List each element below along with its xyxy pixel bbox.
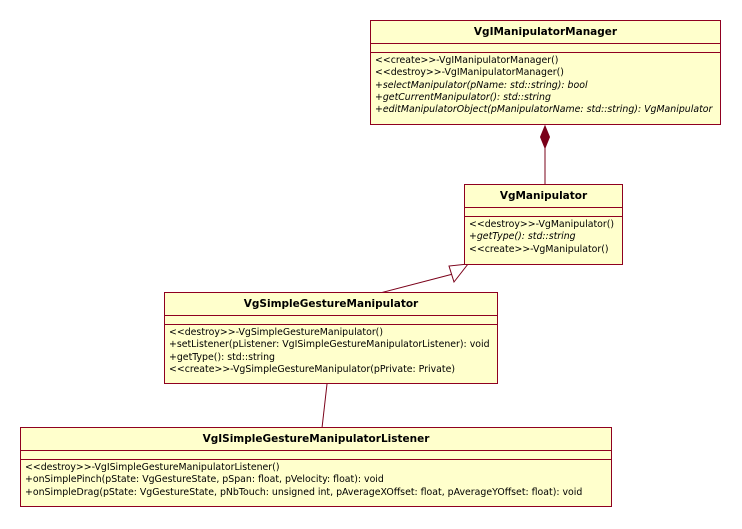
operation: <<create>>-VgManipulator() [469, 243, 609, 255]
operation: +getType(): std::string [169, 351, 275, 363]
operation: +getType(): std::string [469, 231, 576, 243]
operation: <<create>>-VgIManipulatorManager() [375, 55, 559, 66]
class-box-vgmanipulator[interactable]: VgManipulator <<destroy>>-VgManipulator(… [464, 184, 623, 265]
attributes-compartment [465, 207, 622, 216]
attributes-compartment [371, 43, 720, 52]
operation: <<destroy>>-VgIManipulatorManager() [375, 67, 564, 79]
composition-diamond-icon [539, 124, 551, 150]
generalization-line [379, 273, 454, 294]
class-name: VgISimpleGestureManipulatorListener [202, 433, 430, 445]
operation: <<destroy>>-VgISimpleGestureManipulatorL… [25, 462, 280, 473]
operation: +editManipulatorObject(pManipulatorName:… [375, 104, 713, 116]
class-name: VgSimpleGestureManipulator [243, 298, 419, 310]
operation: +selectManipulator(pName: std::string): … [375, 79, 588, 91]
class-box-vgimanipulatormanager[interactable]: VgIManipulatorManager <<create>>-VgIMani… [370, 20, 721, 125]
operations-compartment: <<create>>-VgIManipulatorManager() <<des… [371, 52, 720, 116]
class-name: VgIManipulatorManager [473, 26, 618, 38]
operation: <<create>>-VgSimpleGestureManipulator(pP… [169, 363, 455, 375]
operation: +getCurrentManipulator(): std::string [375, 91, 551, 103]
operation: +onSimpleDrag(pState: VgGestureState, pN… [25, 486, 583, 498]
class-box-vgsimplegesturemanipulator[interactable]: VgSimpleGestureManipulator <<destroy>>-V… [164, 292, 498, 384]
class-box-vgisimplegesturemanipulatorlistener[interactable]: VgISimpleGestureManipulatorListener <<de… [20, 427, 612, 507]
operations-compartment: <<destroy>>-VgManipulator() +getType(): … [465, 216, 622, 256]
operation: <<destroy>>-VgManipulator() [469, 219, 615, 230]
operation: <<destroy>>-VgSimpleGestureManipulator() [169, 327, 383, 338]
attributes-compartment [165, 315, 497, 324]
operations-compartment: <<destroy>>-VgISimpleGestureManipulatorL… [21, 459, 611, 499]
operation: +onSimplePinch(pState: VgGestureState, p… [25, 474, 384, 486]
operations-compartment: <<destroy>>-VgSimpleGestureManipulator()… [165, 324, 497, 376]
generalization-triangle-icon [448, 263, 470, 284]
operation: +setListener(pListener: VgISimpleGesture… [169, 339, 490, 351]
class-name: VgManipulator [499, 190, 588, 202]
association-line [321, 383, 328, 429]
attributes-compartment [21, 450, 611, 459]
